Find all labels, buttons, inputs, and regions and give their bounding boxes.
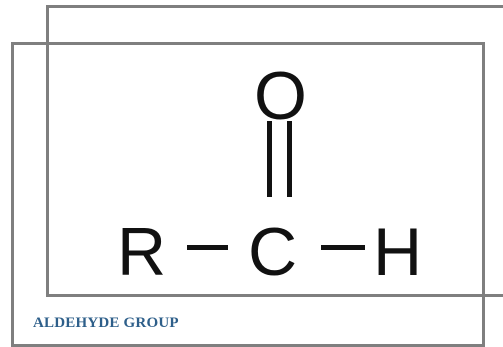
atom-hydrogen: H — [373, 214, 423, 290]
diagram-caption: ALDEHYDE GROUP — [33, 315, 179, 331]
atom-r-group: R — [117, 214, 167, 290]
background-frame — [46, 5, 503, 297]
single-bond-c-h — [321, 245, 365, 250]
atom-carbon: C — [248, 214, 298, 290]
double-bond-line-1 — [267, 121, 272, 197]
single-bond-r-c — [187, 245, 228, 250]
atom-oxygen: O — [254, 58, 307, 134]
foreground-frame — [11, 42, 485, 347]
double-bond-line-2 — [287, 121, 292, 197]
